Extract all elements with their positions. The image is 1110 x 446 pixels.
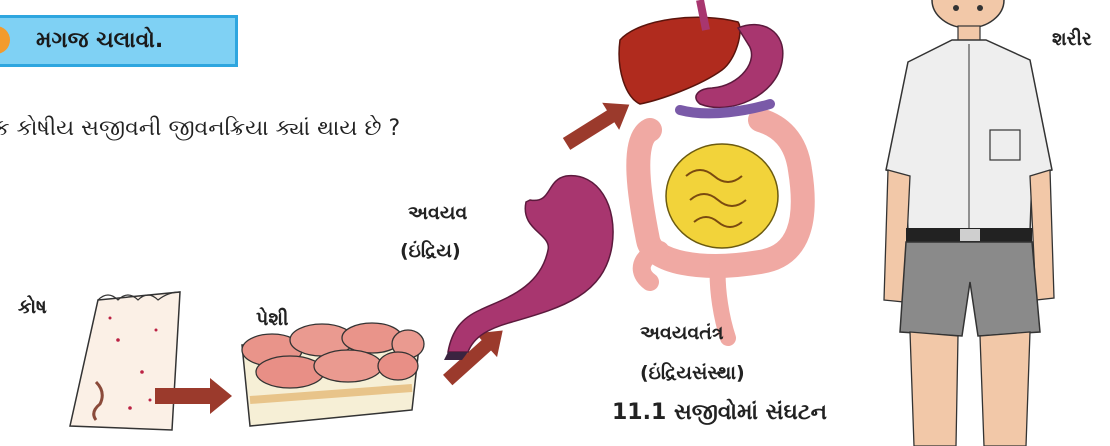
label-system: અવયવતંત્ર: [640, 322, 724, 344]
human-body-illustration: [884, 0, 1054, 446]
label-organ: અવયવ: [408, 202, 467, 224]
label-body: શરીર: [1052, 28, 1092, 50]
arrow-organ-to-system-icon: [558, 91, 638, 157]
stomach-illustration: [444, 176, 613, 360]
figure-caption: 11.1 સજીવોમાં સંઘટન: [612, 400, 827, 425]
label-cell: કોષ: [18, 296, 47, 318]
cell-illustration: [70, 292, 180, 430]
digestive-system-illustration: [619, 0, 803, 338]
label-organ-sub: (ઇંદ્રિય): [400, 240, 461, 262]
label-system-sub: (ઇંદ્રિયસંસ્થા): [640, 362, 745, 384]
tissue-illustration: [242, 323, 424, 426]
label-tissue: પેશી: [256, 308, 288, 330]
